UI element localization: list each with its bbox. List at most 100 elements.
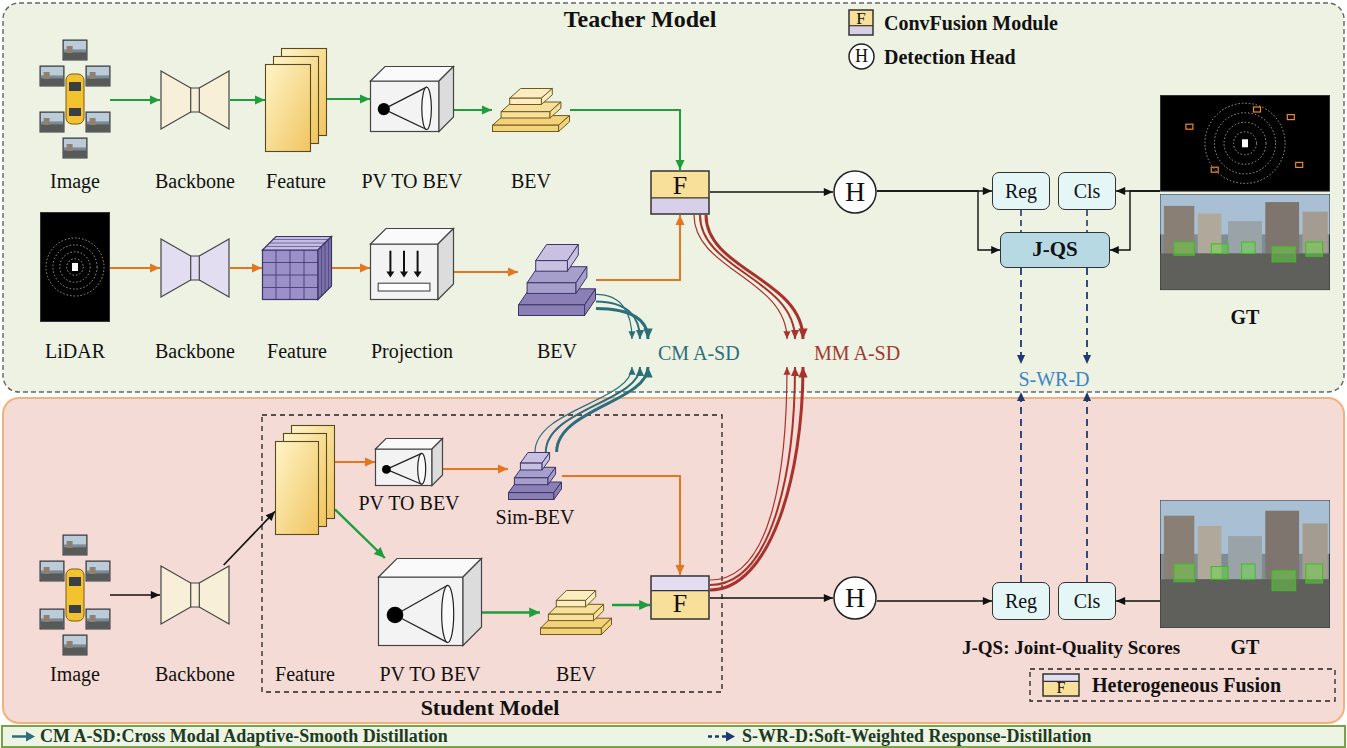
backbone: Backbone [160,70,230,130]
fusion-module: F [650,170,710,215]
view-transform: PV TO BEV [375,438,443,486]
connector-line [557,367,648,452]
svg-rect [66,74,84,124]
arrow-head [798,329,807,340]
legend-sample: F [848,9,874,36]
svg-rect [66,569,84,621]
svg-line [384,109,427,129]
svg-rect [493,125,559,131]
cls-box: Cls [1058,582,1116,620]
connector [110,96,160,105]
arrow-head [1017,392,1025,401]
symbol-letter: H [855,47,868,67]
svg-rect [1211,244,1228,254]
node-label: GT [1231,636,1260,658]
svg-circle [834,171,876,213]
svg-polygon [161,71,191,129]
svg-circle [834,577,876,619]
ground-truth: GT [1160,500,1330,628]
svg-rect [87,573,109,580]
svg-rect [191,583,199,607]
connector-line [562,476,680,575]
svg-rect [44,615,50,622]
fusion-module: F [650,575,710,620]
svg-rect [87,78,109,85]
svg-rect [69,108,81,116]
svg-rect [44,72,50,79]
svg-rect [514,478,548,485]
svg-line [328,240,329,290]
node-label: Student Model [421,696,560,720]
connector [327,95,370,104]
svg-line [708,735,728,738]
svg-polygon [438,229,454,300]
connector [612,600,650,610]
node-label: Projection [371,340,453,362]
svg-rect [86,609,110,629]
arrow-head [983,187,992,195]
svg-rect [41,78,63,85]
connector [1021,210,1022,232]
label-holder: Image [50,663,100,685]
legend-label: CM A-SD:Cross Modal Adaptive-Smooth Dist… [40,727,448,747]
arrow-head [508,268,518,277]
svg-circle [1205,103,1285,183]
legend-sample [706,727,736,746]
bev-feature: BEV [540,590,612,635]
svg-ellipse [418,453,426,484]
svg-rect [63,535,87,555]
label-holder: J-QS: Joint-Quality Scores [962,638,1180,659]
arrow-head [151,591,160,599]
svg-rect [1211,567,1228,580]
svg-line [266,246,322,247]
svg-rect [40,112,64,132]
svg-rect [651,171,709,214]
bev-icon [492,88,570,132]
sim-bev-feature: Sim-BEV [508,452,562,500]
svg-rect [1228,536,1262,579]
legend-holder: CM A-SD:Cross Modal Adaptive-Smooth Dist… [40,727,448,746]
svg-polygon [548,467,556,484]
svg-rect [191,88,199,112]
svg-rect [1174,564,1194,582]
connector [694,215,808,590]
svg-rect [87,621,109,628]
svg-polygon [576,267,587,294]
connector [1116,597,1160,605]
svg-rect [1043,674,1079,696]
svg-rect [86,66,110,86]
svg-polygon [400,272,408,278]
svg-line [304,250,305,300]
connector [1087,210,1088,232]
svg-rect [40,609,64,629]
svg-circle [382,465,391,474]
svg-rect [376,449,433,486]
arrow-head [629,367,636,375]
arrow-head [643,367,652,378]
arrow-head [639,600,650,610]
node-label: J-QS [1032,238,1078,261]
arrow-head [150,96,160,105]
connector [230,264,262,273]
arrow-head [1110,246,1119,254]
label-holder: Backbone [155,170,235,192]
voxel-feature: Feature [262,236,332,300]
label-holder: PV TO BEV [361,170,462,192]
svg-circle [67,259,84,276]
edge-label: MM A-SD [812,342,902,364]
connector-line [694,215,787,339]
svg-line [395,615,448,643]
legend-holder: Detection Head [884,43,1016,70]
svg-rect [90,615,96,622]
svg-rect [64,150,86,157]
svg-rect [527,283,576,294]
projection: Projection [370,228,454,300]
connector [454,106,492,115]
arrow-head [252,264,262,273]
node-label: Reg [1005,590,1037,612]
label-holder: BEV [556,663,596,685]
svg-line [262,275,318,276]
legend-dashed-frame [1030,669,1335,701]
svg-rect [63,635,87,655]
